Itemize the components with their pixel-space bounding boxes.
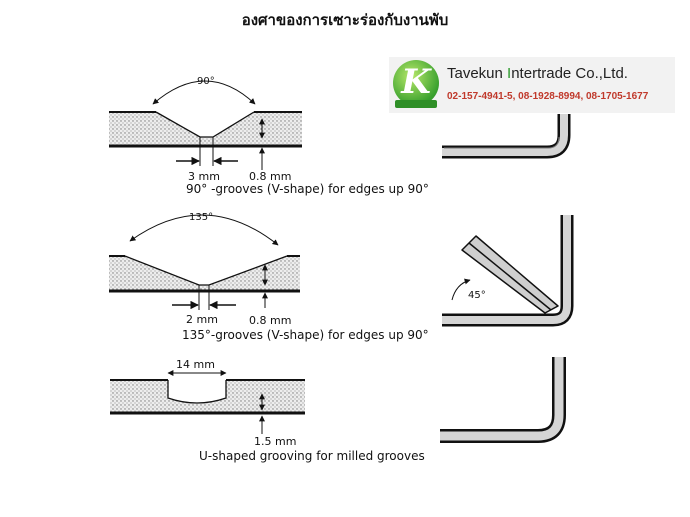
panel-core: [110, 380, 305, 413]
logo-ribbon: [395, 100, 437, 108]
diagram-u-groove: 14 mm 1.5 mm U-shaped grooving for mille…: [110, 358, 425, 463]
width-label: 14 mm: [176, 358, 215, 371]
folded-flap: [461, 235, 559, 314]
diagram-135-groove: 135° 2 mm 0.8 mm 135°-grooves (V-shape) …: [109, 212, 429, 342]
width-label: 3 mm: [188, 170, 220, 183]
company-logo-banner: K Tavekun Intertrade Co.,Ltd. 02-157-494…: [389, 57, 675, 113]
u-groove-profile: [167, 380, 227, 404]
depth-label: 0.8 mm: [249, 314, 291, 327]
bent-edge-u: [440, 357, 566, 443]
depth-label: 0.8 mm: [249, 170, 291, 183]
bent-edge-90: [442, 114, 571, 159]
logo-letter: K: [401, 62, 431, 102]
diagram-90-groove: 90° 3 mm 0.8 mm 90° -grooves (V-shape) f…: [109, 76, 429, 196]
company-logo-icon: K: [393, 60, 439, 108]
panel-core: [109, 112, 302, 146]
company-name: Tavekun Intertrade Co.,Ltd.: [447, 65, 628, 82]
diagram-caption: 90° -grooves (V-shape) for edges up 90°: [186, 182, 429, 196]
angle-arc: [152, 80, 256, 105]
company-phones: 02-157-4941-5, 08-1928-8994, 08-1705-167…: [447, 91, 649, 102]
angle-label: 90°: [197, 76, 215, 87]
bent-edge-45: 45°: [442, 215, 574, 327]
diagram-caption: 135°-grooves (V-shape) for edges up 90°: [182, 328, 429, 342]
v-groove-profile: [124, 255, 288, 286]
depth-label: 1.5 mm: [254, 435, 296, 448]
v-groove-profile: [155, 111, 255, 138]
angle-arc: [129, 214, 279, 246]
angle-label: 135°: [189, 212, 213, 223]
panel-core: [109, 256, 300, 291]
fold-angle-label: 45°: [468, 290, 486, 301]
diagram-caption: U-shaped grooving for milled grooves: [199, 449, 425, 463]
page-title: องศาของการเซาะร่องกับงานพับ: [241, 11, 449, 29]
width-label: 2 mm: [186, 313, 218, 326]
